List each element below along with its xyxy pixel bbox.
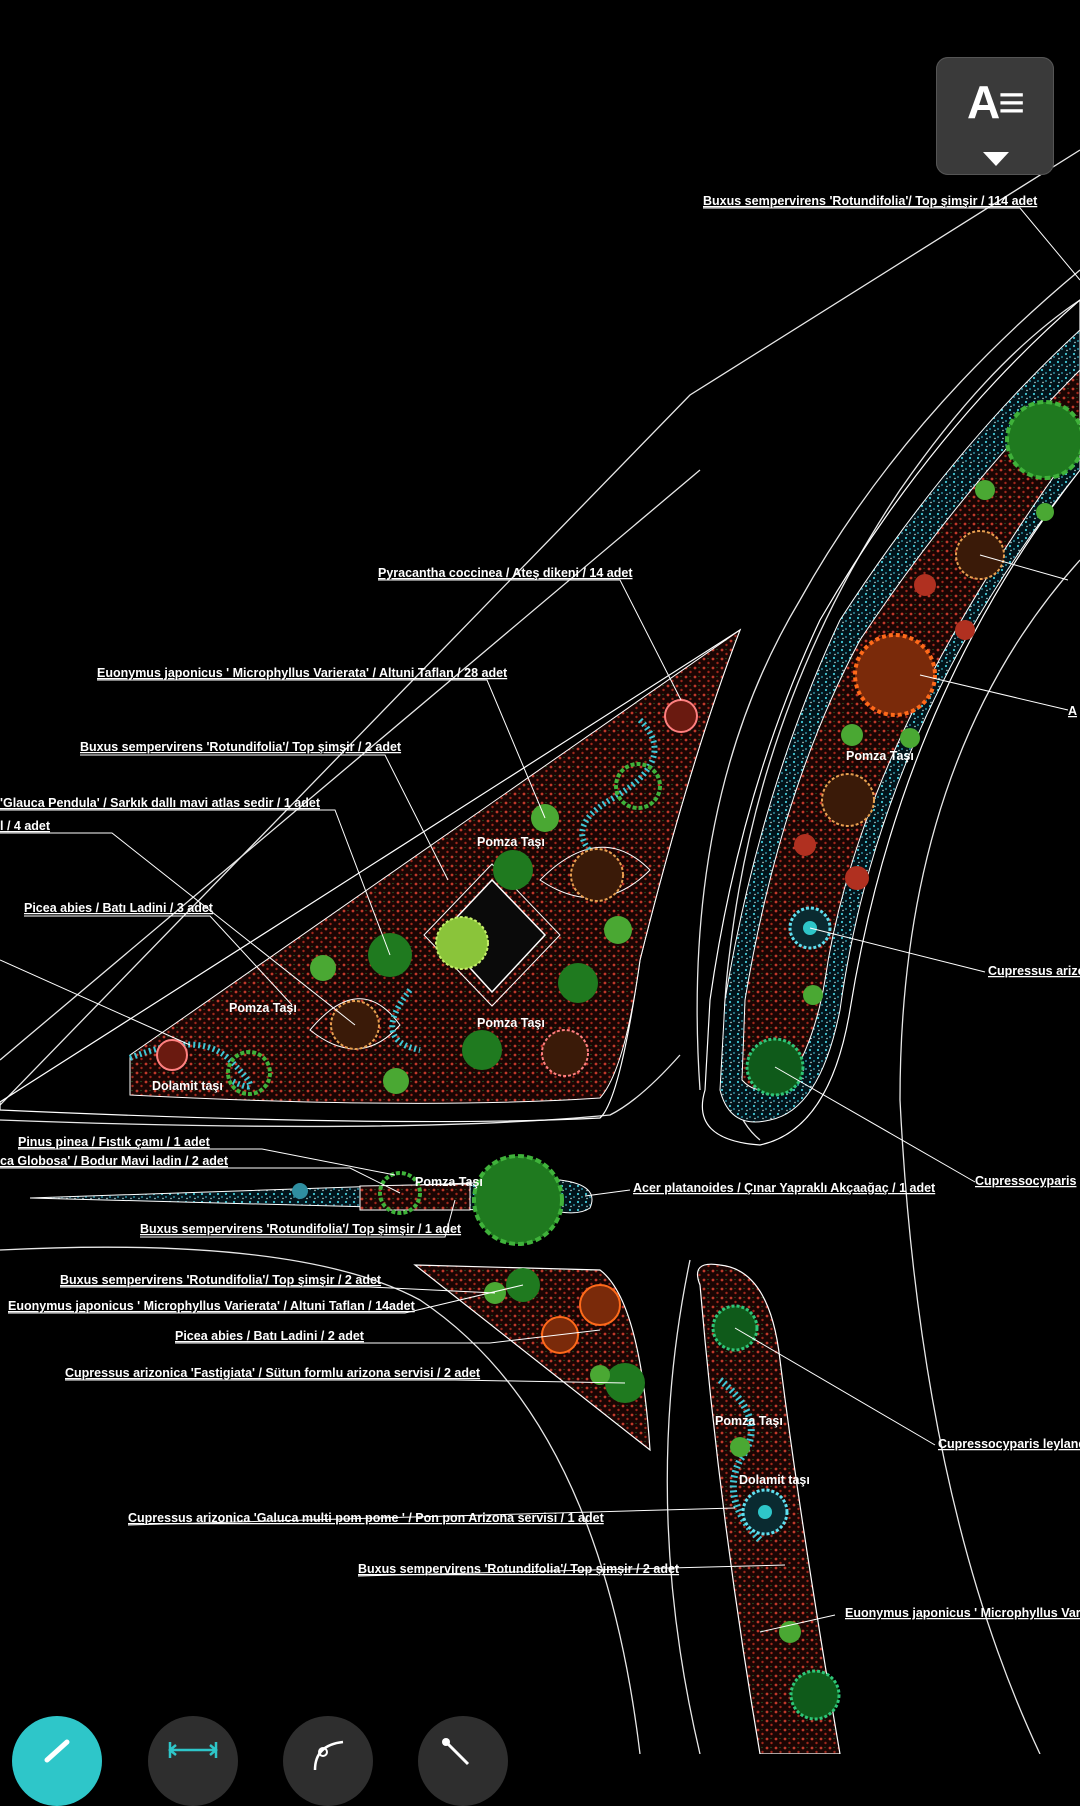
plant-label: Buxus sempervirens 'Rotundifolia'/ Top ş… (60, 1273, 382, 1287)
dropdown-arrow-icon (983, 152, 1009, 166)
zone-label: Dolamit taşı (152, 1079, 223, 1093)
zone-label: Pomza Taşı (715, 1414, 783, 1428)
planting-bed-strip[interactable] (29, 1179, 593, 1214)
annotation-labels: Buxus sempervirens 'Rotundifolia'/ Top ş… (0, 194, 1080, 1620)
plant-label: Cupressus arizonica 'Galuca multi pom po… (128, 1511, 605, 1525)
plant-label: Buxus sempervirens 'Rotundifolia'/ Top ş… (703, 194, 1038, 208)
zone-label: Pomza Taşı (477, 1016, 545, 1030)
pencil-tool-button[interactable] (12, 1716, 102, 1806)
arc-icon (313, 1740, 344, 1771)
plant-label: Cupressocyparis leyland (938, 1437, 1080, 1451)
plant-label: Cupressus arizo (988, 964, 1080, 978)
cad-drawing-canvas[interactable]: Buxus sempervirens 'Rotundifolia'/ Top ş… (0, 0, 1080, 1754)
leader-tool-button[interactable] (418, 1716, 508, 1806)
arc-tool-button[interactable] (283, 1716, 373, 1806)
plant-label: Acer platanoides / Çınar Yapraklı Akçaağ… (633, 1181, 936, 1195)
zone-label: Pomza Taşı (846, 749, 914, 763)
text-style-button[interactable]: A≡ (936, 57, 1054, 175)
zone-label: Dolamit taşı (739, 1473, 810, 1487)
dimension-icon (168, 1742, 218, 1758)
zone-label: Pomza Taşı (229, 1001, 297, 1015)
plant-label: l / 4 adet (0, 819, 51, 833)
plant-label: Buxus sempervirens 'Rotundifolia'/ Top ş… (358, 1562, 680, 1576)
plant-label: 'Glauca Pendula' / Sarkık dallı mavi atl… (0, 796, 321, 810)
plant-label: Pinus pinea / Fıstık çamı / 1 adet (18, 1135, 211, 1149)
zone-label: Pomza Taşı (415, 1175, 483, 1189)
plant-label: Buxus sempervirens 'Rotundifolia'/ Top ş… (80, 740, 402, 754)
plant-label: Euonymus japonicus ' Microphyllus Varier… (97, 666, 508, 680)
pencil-icon (44, 1739, 70, 1763)
plant-label: Picea abies / Batı Ladini / 3 adet (24, 901, 214, 915)
plant-label: Euonymus japonicus ' Microphyllus Varier… (8, 1299, 416, 1313)
dimension-tool-button[interactable] (148, 1716, 238, 1806)
plant-label: A (1068, 704, 1077, 718)
plant-label: Cupressus arizonica 'Fastigiata' / Sütun… (65, 1366, 481, 1380)
zone-label: Pomza Taşı (477, 835, 545, 849)
plant-label: Cupressocyparis (975, 1174, 1076, 1188)
planting-bed-triangle[interactable] (0, 628, 742, 1123)
plant-label: ca Globosa' / Bodur Mavi ladin / 2 adet (0, 1154, 229, 1168)
leader-icon (442, 1738, 470, 1766)
plant-label: Picea abies / Batı Ladini / 2 adet (175, 1329, 365, 1343)
leader-lines (0, 207, 1080, 1633)
plant-label: Pyracantha coccinea / Ateş dikeni / 14 a… (378, 566, 633, 580)
plant-label: Euonymus japonicus ' Microphyllus Varien (845, 1606, 1080, 1620)
text-align-icon: A≡ (966, 76, 1025, 128)
plant-label: Buxus sempervirens 'Rotundifolia'/ Top ş… (140, 1222, 462, 1236)
